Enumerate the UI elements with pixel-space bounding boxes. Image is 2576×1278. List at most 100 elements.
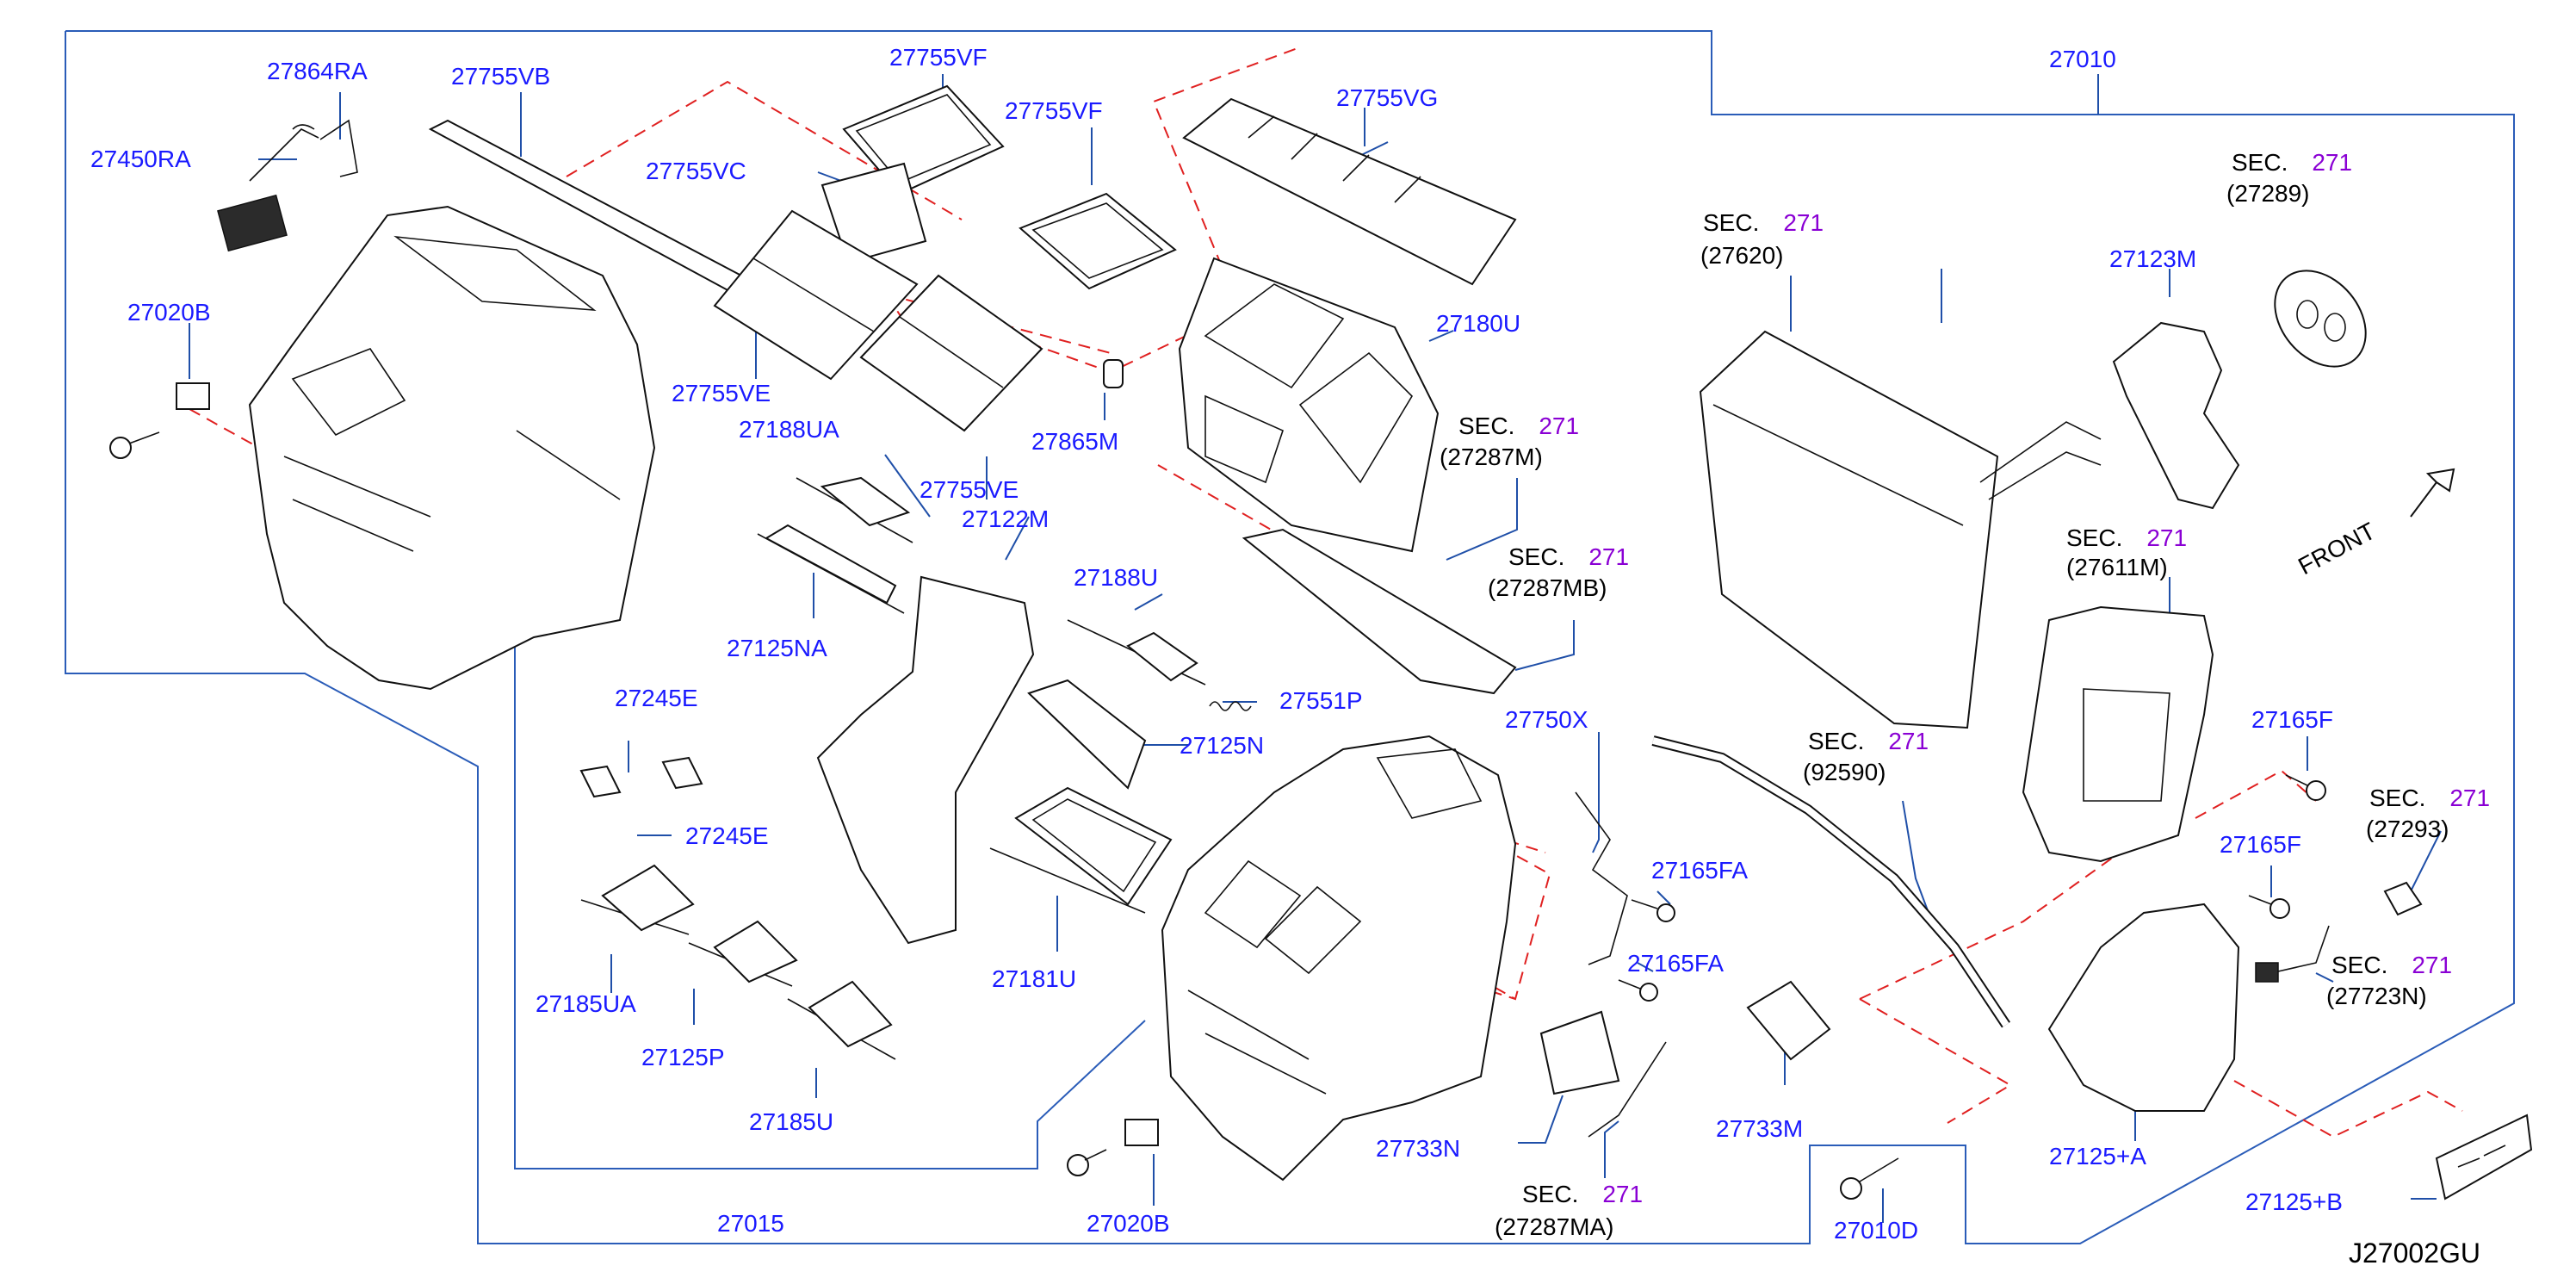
label-27010D: 27010D (1834, 1217, 1918, 1244)
label-27165FA-b: 27165FA (1627, 950, 1724, 977)
case-part-27180U (1178, 257, 1440, 553)
panel-part-27755VG (1182, 97, 1517, 286)
sec-number: 271 (1602, 1181, 1643, 1207)
sec-ref-text: (27293) (2366, 816, 2449, 842)
blower-case-part-27611M (2022, 605, 2214, 863)
sec-number: 271 (1888, 728, 1929, 754)
sec-ref-text: (27611M) (2066, 554, 2168, 580)
label-27864RA: 27864RA (267, 58, 368, 84)
screw-part-27165F-b (2248, 895, 2290, 919)
part-labels: 27864RA 27755VB 27755VF 27755VF 27755VG … (90, 44, 2343, 1244)
connector-part-27723N (2255, 925, 2330, 983)
filter-part-27755VF-a (842, 84, 1005, 195)
sec-word: SEC. (1522, 1181, 1578, 1207)
label-27865M: 27865M (1031, 428, 1118, 455)
label-27125B: 27125+B (2245, 1188, 2343, 1215)
screw-part-left (109, 431, 160, 459)
clip-part-27245E-b (661, 756, 703, 790)
label-27020B-a: 27020B (127, 299, 211, 326)
sec-word: SEC. (2232, 149, 2288, 176)
label-27755VF-a: 27755VF (889, 44, 988, 71)
sec-word: SEC. (2331, 952, 2387, 978)
label-27123M: 27123M (2109, 245, 2196, 272)
sheet-part-27755VC (820, 162, 927, 264)
sec-word: SEC. (1808, 728, 1864, 754)
bolt-part-27010D (1840, 1157, 1899, 1200)
sec-word: SEC. (2369, 785, 2425, 811)
sec-word: SEC. (1458, 413, 1514, 439)
svg-text:SEC.271: SEC. 271 (1508, 543, 1629, 570)
sec-ref-text: (27287M) (1440, 444, 1543, 470)
svg-text:SEC.271: SEC.271 (1458, 413, 1579, 439)
filter-part-27755VF-b (1019, 192, 1177, 290)
sec-word: SEC. (1703, 209, 1759, 236)
flap-part-27125N (1027, 679, 1147, 790)
module-part-27733M (1746, 980, 1831, 1061)
label-27165F-a: 27165F (2251, 706, 2333, 733)
sec-ref-27289: SEC.271 (27289) (2226, 149, 2352, 207)
sec-number: 271 (2412, 952, 2452, 978)
sec-word: SEC. (1508, 543, 1564, 570)
svg-text:SEC.271: SEC. 271 (2331, 952, 2452, 978)
sec-ref-27723N: SEC. 271 (27723N) (2326, 952, 2452, 1009)
door-part-27185U (787, 980, 896, 1060)
label-27733M: 27733M (1716, 1115, 1803, 1142)
screw-part-bottom (1067, 1149, 1107, 1176)
label-27188U: 27188U (1074, 564, 1158, 591)
sec-number: 271 (2449, 785, 2490, 811)
evaporator-part-27620 (1699, 330, 2102, 729)
sec-ref-27287M: SEC.271 (27287M) (1440, 413, 1579, 470)
label-27755VE-b: 27755VE (920, 476, 1019, 503)
label-27755VC: 27755VC (646, 158, 746, 184)
sec-ref-text: (27287MA) (1495, 1213, 1614, 1240)
spring-part-27551P (1209, 701, 1252, 711)
clip-part-27245E-a (579, 765, 622, 798)
screw-part-27165F-a (2285, 774, 2326, 801)
diagram-id: J27002GU (2349, 1238, 2480, 1269)
label-27122M: 27122M (962, 506, 1049, 532)
front-label: FRONT (2294, 518, 2380, 580)
label-27188UA: 27188UA (739, 416, 839, 443)
sec-number: 271 (1783, 209, 1824, 236)
label-27750X: 27750X (1505, 706, 1588, 733)
label-27010: 27010 (2049, 46, 2116, 72)
rod-part-27287MA (1588, 1041, 1667, 1138)
label-27755VG: 27755VG (1336, 84, 1438, 111)
housing-part-27015 (1161, 735, 1517, 1182)
sec-ref-27611M: SEC.271 (27611M) (2066, 524, 2187, 580)
door-part-27125NA (757, 524, 905, 614)
label-27245E-a: 27245E (615, 685, 698, 711)
grille-part-27125B (2435, 1114, 2533, 1200)
sec-ref-text: (27289) (2226, 180, 2310, 207)
clip-part-27020B-b (1124, 1119, 1159, 1146)
label-27755VE-a: 27755VE (672, 380, 771, 406)
sec-ref-27293: SEC. 271 (27293) (2366, 785, 2490, 842)
sec-ref-text: (92590) (1803, 759, 1886, 785)
clip-part-27293 (2383, 881, 2423, 916)
filter-part-27755VE (713, 209, 1043, 432)
frame-part-27181U (989, 786, 1173, 914)
label-27125N: 27125N (1180, 732, 1264, 759)
sec-ref-27620: SEC. 271 (27620) (1700, 209, 1824, 269)
front-arrow-icon (2410, 468, 2455, 518)
svg-text:SEC.271: SEC. 271 (1703, 209, 1824, 236)
label-27165FA-a: 27165FA (1651, 857, 1748, 884)
sensor-part-27450RA (217, 119, 358, 252)
label-27181U: 27181U (992, 965, 1076, 992)
label-27450RA: 27450RA (90, 146, 191, 172)
section-references: SEC.271 (27289) SEC.271 (27620) SEC.271 … (1440, 149, 2490, 1240)
sec-ref-27287MA: SEC. 271 (27287MA) (1495, 1181, 1643, 1240)
svg-text:SEC.271: SEC.271 (2066, 524, 2187, 551)
label-27125P: 27125P (641, 1044, 725, 1070)
svg-text:SEC.271: SEC.271 (2232, 149, 2352, 176)
sec-ref-text: (27723N) (2326, 983, 2427, 1009)
label-27015: 27015 (717, 1210, 784, 1237)
svg-text:SEC.271: SEC. 271 (1522, 1181, 1643, 1207)
sec-ref-text: (27620) (1700, 242, 1784, 269)
sec-number: 271 (1588, 543, 1629, 570)
label-27755VF-b: 27755VF (1005, 97, 1103, 124)
svg-text:SEC.271: SEC. 271 (2369, 785, 2490, 811)
motor-housing-part-27125A (2047, 903, 2240, 1112)
door-part-27185UA (580, 864, 695, 935)
